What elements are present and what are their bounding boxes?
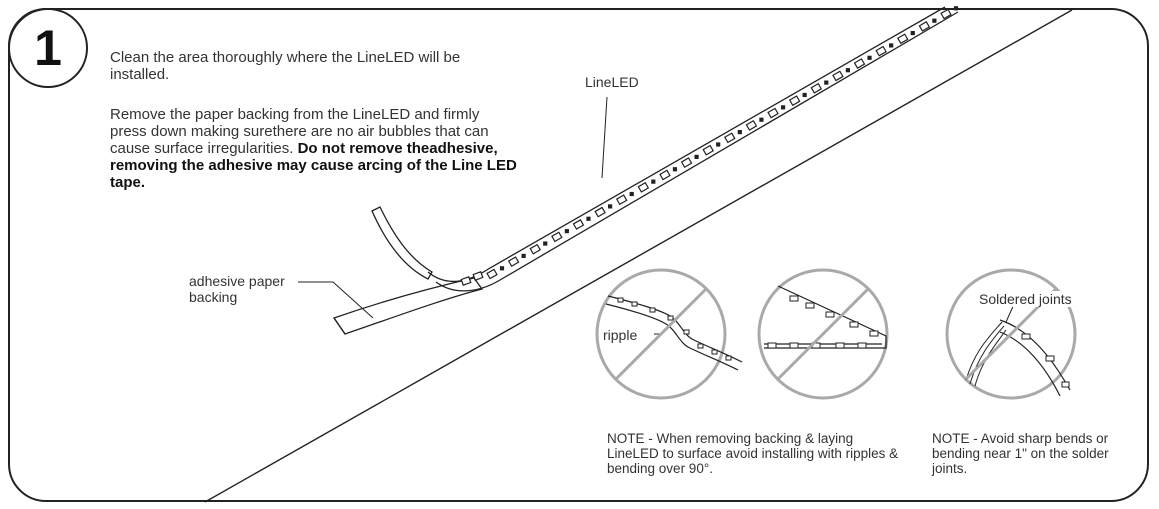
lineled-leader (601, 96, 608, 179)
adhesive-paper-backing (332, 277, 484, 335)
led-chips (460, 6, 959, 286)
resistor-dot (651, 179, 656, 184)
led-chip (529, 243, 542, 255)
led-chip (702, 144, 714, 156)
backing-leader (298, 281, 374, 319)
resistor-dot (802, 92, 807, 98)
led-chip (724, 132, 736, 144)
resistor-dot (953, 6, 959, 11)
led-chip (875, 45, 887, 57)
instruction-text: Remove the paper backing from the LineLE… (110, 106, 520, 191)
backing-label: adhesive paper backing (189, 273, 285, 305)
soldered-joints-label: Soldered joints (979, 291, 1072, 307)
resistor-dot (629, 191, 634, 197)
led-chip (472, 271, 484, 281)
resistor-dot (564, 229, 569, 234)
prohibited-solder-bend-icon (945, 268, 1077, 400)
led-chip (918, 20, 931, 32)
resistor-dot (759, 117, 764, 122)
led-chip (460, 276, 472, 286)
note-ripples: NOTE - When removing backing & laying Li… (607, 431, 899, 476)
led-tape (427, 6, 959, 292)
resistor-dot (824, 80, 829, 85)
led-chip (767, 107, 779, 119)
resistor-dot (780, 105, 786, 110)
resistor-dot (499, 266, 505, 271)
led-chip (745, 120, 758, 131)
led-chip (572, 219, 585, 230)
resistor-dot (910, 30, 915, 36)
warning-text: Do not remove theadhesive, removing the … (110, 140, 517, 191)
intro-text: Clean the area thoroughly where the Line… (110, 49, 461, 83)
resistor-dot (672, 167, 678, 172)
led-chip (486, 268, 498, 280)
instruction-body: Remove the paper backing from the LineLE… (110, 106, 489, 157)
prohibited-ripple-icon (595, 268, 743, 400)
led-chip (788, 95, 801, 107)
resistor-dot (867, 55, 872, 60)
led-chip (680, 157, 693, 168)
led-chip (896, 33, 909, 45)
prohibited-sharp-bend-icon (757, 268, 889, 400)
resistor-dot (543, 241, 548, 246)
led-chip (615, 194, 628, 206)
instruction-panel (8, 8, 1149, 502)
step-number-badge: 1 (8, 8, 88, 88)
resistor-dot (716, 142, 721, 147)
led-chip (659, 169, 671, 181)
resistor-dot (586, 216, 591, 221)
led-chip (637, 181, 650, 193)
note-solder-bends: NOTE - Avoid sharp bends or bending near… (932, 431, 1109, 476)
resistor-dot (521, 253, 526, 259)
resistor-dot (737, 130, 742, 135)
surface-edge (204, 9, 1073, 503)
resistor-dot (845, 68, 851, 73)
peeled-tape-end (371, 206, 433, 280)
led-chip (853, 58, 866, 69)
led-chip (810, 82, 823, 94)
resistor-dot (694, 154, 699, 159)
resistor-dot (932, 18, 937, 23)
led-chip (551, 231, 563, 243)
led-chip (832, 70, 844, 82)
resistor-dot (889, 43, 894, 48)
led-chip (507, 256, 520, 268)
lineled-label: LineLED (585, 74, 639, 90)
ripple-label: ripple (603, 327, 640, 343)
resistor-dot (607, 204, 613, 209)
led-chip (940, 8, 952, 20)
led-chip (594, 206, 606, 218)
